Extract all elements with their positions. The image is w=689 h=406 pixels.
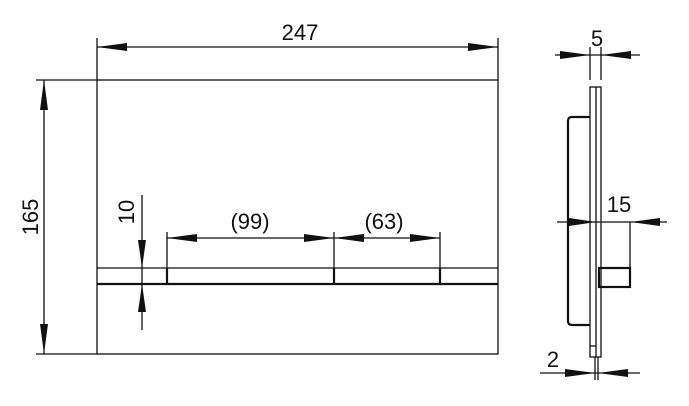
arrow-icon: [569, 218, 596, 226]
arrow-icon: [40, 80, 48, 110]
front-view: [96, 79, 499, 355]
button-protrusion: [597, 266, 632, 289]
depth-label: 15: [607, 192, 631, 217]
arrow-icon: [410, 234, 440, 242]
plate-outline: [96, 79, 499, 355]
dimension-depth: 15: [557, 192, 667, 268]
dimension-button-widths: (99) (63): [166, 209, 441, 268]
arrow-icon: [138, 284, 146, 312]
arrow-icon: [565, 369, 595, 377]
arrow-icon: [630, 218, 660, 226]
thickness-label: 5: [591, 26, 603, 51]
plate-label: 2: [547, 347, 559, 372]
arrow-icon: [97, 43, 127, 51]
arrow-icon: [598, 369, 628, 377]
dimension-button-height: 10: [114, 195, 146, 330]
dimension-plate: 2: [540, 347, 640, 380]
arrow-icon: [167, 234, 197, 242]
arrow-icon: [468, 43, 498, 51]
width-label: 247: [282, 20, 319, 45]
arrow-icon: [601, 51, 631, 59]
arrow-icon: [40, 324, 48, 354]
dimension-width: 247: [96, 20, 499, 80]
back-box: [566, 115, 590, 327]
button-height-label: 10: [114, 200, 139, 224]
arrow-icon: [560, 51, 590, 59]
arrow-icon: [304, 234, 334, 242]
button-left-width-label: (99): [230, 209, 269, 234]
dimension-height: 165: [18, 79, 97, 355]
button-right-width-label: (63): [364, 209, 403, 234]
dimension-thickness: 5: [555, 26, 640, 80]
height-label: 165: [18, 199, 43, 236]
arrow-icon: [138, 240, 146, 268]
arrow-icon: [334, 234, 364, 242]
